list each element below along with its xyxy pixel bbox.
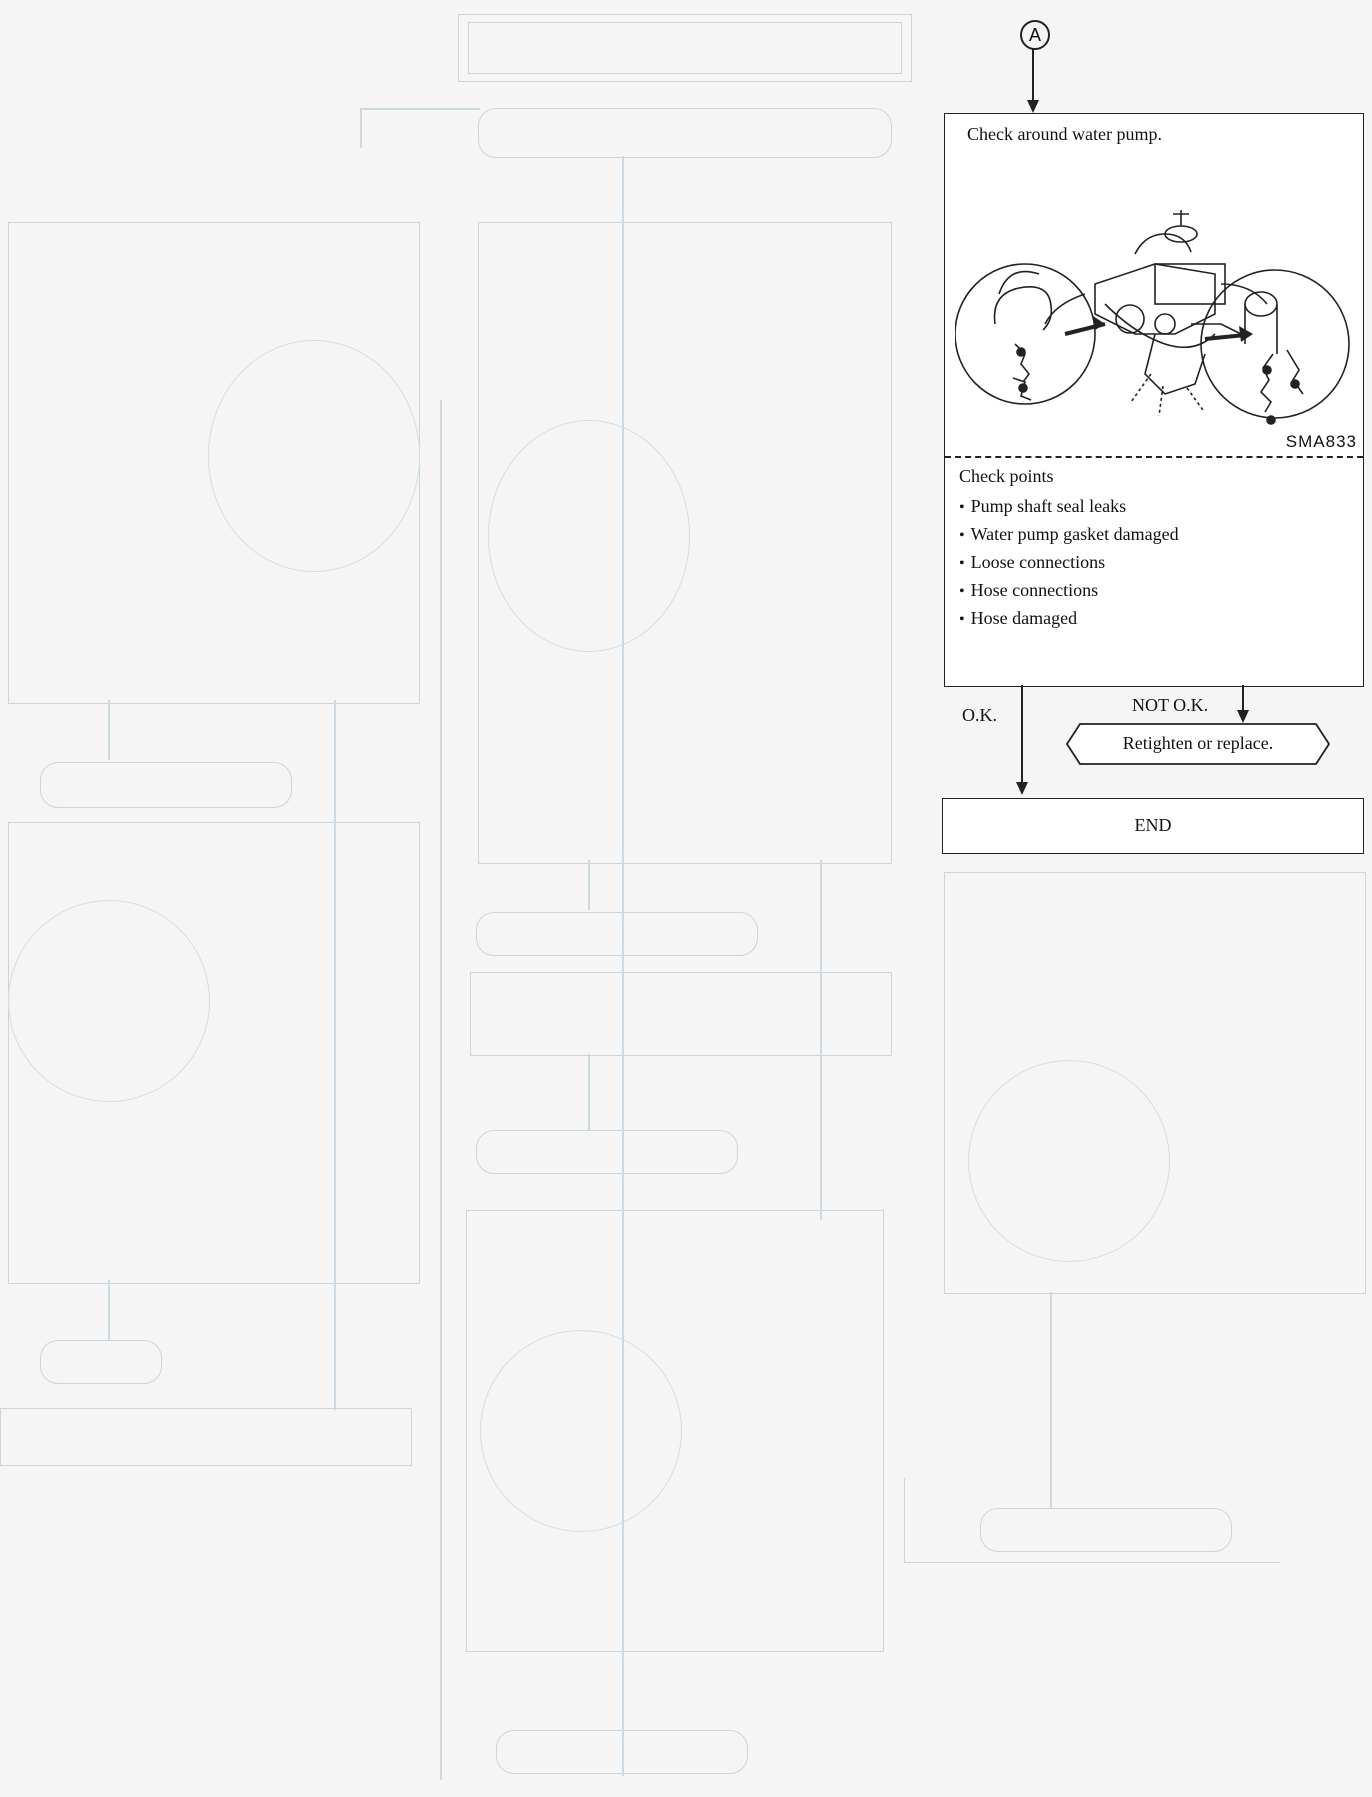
ok-flow-arrow xyxy=(1016,782,1028,795)
connector-line xyxy=(1032,48,1034,100)
check-point-item: Pump shaft seal leaks xyxy=(959,493,1179,521)
check-point-item: Loose connections xyxy=(959,549,1179,577)
ok-branch-label: O.K. xyxy=(962,705,997,726)
end-box: END xyxy=(942,798,1364,854)
figure-code: SMA833 xyxy=(1286,432,1357,452)
ghost-end-box xyxy=(0,1408,412,1466)
not-ok-branch-label: NOT O.K. xyxy=(1132,695,1208,716)
check-point-item: Hose damaged xyxy=(959,605,1179,633)
ghost-box-4 xyxy=(470,972,892,1056)
not-ok-flow-arrow xyxy=(1237,710,1249,723)
water-pump-title: Check around water pump. xyxy=(967,124,1162,145)
ghost-title-box-inner xyxy=(468,22,902,74)
connector-a-label: A xyxy=(1029,25,1041,45)
connector-arrow xyxy=(1027,100,1039,113)
check-points-label: Check points xyxy=(959,466,1054,487)
water-pump-check-box: Check around water pump. xyxy=(944,113,1364,687)
retighten-or-replace-label: Retighten or replace. xyxy=(1066,733,1330,754)
ghost-engine-box xyxy=(478,108,892,158)
end-label: END xyxy=(943,815,1363,836)
check-point-item: Water pump gasket damaged xyxy=(959,521,1179,549)
check-point-item: Hose connections xyxy=(959,577,1179,605)
check-points-list: Pump shaft seal leaks Water pump gasket … xyxy=(959,493,1179,633)
ok-flow-line xyxy=(1021,685,1023,782)
connector-a: A xyxy=(1020,20,1050,50)
water-pump-illustration xyxy=(955,174,1351,514)
check-points-divider xyxy=(945,456,1363,458)
not-ok-flow-line xyxy=(1242,685,1244,710)
